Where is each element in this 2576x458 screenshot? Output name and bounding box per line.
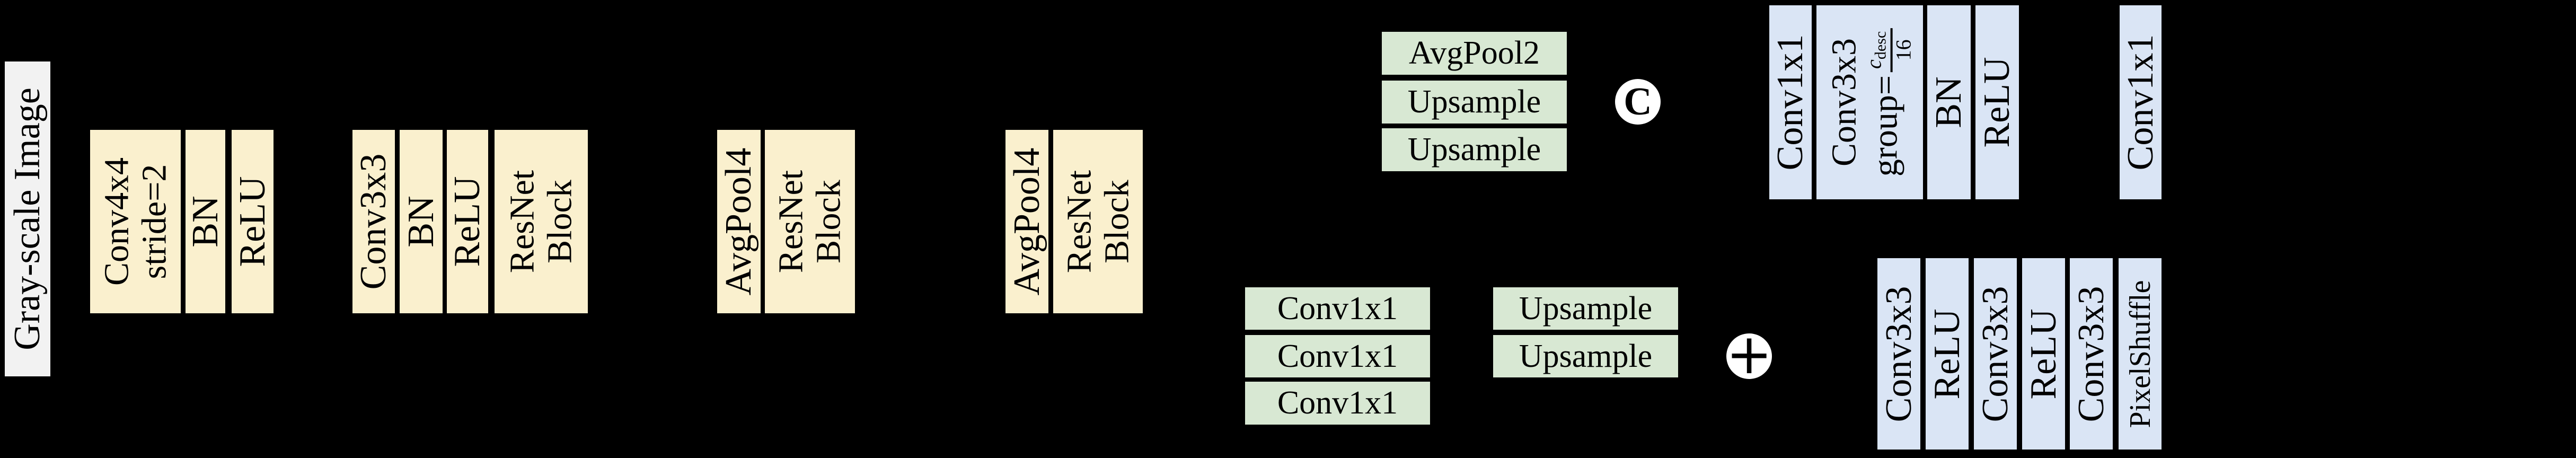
relu-block: ReLU xyxy=(446,129,489,314)
relu-block: ReLU xyxy=(2021,257,2066,451)
conv1x1-block: Conv1x1 xyxy=(1768,4,1813,200)
bn-block: BN xyxy=(1926,4,1972,200)
input-image-block: Gray-scale Image xyxy=(4,60,51,377)
relu-block: ReLU xyxy=(231,129,275,314)
upsample-block: Upsample xyxy=(1492,334,1679,378)
bn-block: BN xyxy=(399,129,444,314)
resnet-block: ResNet Block xyxy=(1052,129,1144,314)
bn-block: BN xyxy=(184,129,226,314)
upsample-block: Upsample xyxy=(1381,80,1568,125)
relu-block: ReLU xyxy=(1974,4,2020,200)
plus-icon: + xyxy=(1726,322,1772,386)
avgpool2-block: AvgPool2 xyxy=(1381,31,1568,76)
conv3x3-block: Conv3x3 xyxy=(1973,257,2018,451)
conv3x3-block: Conv3x3 xyxy=(2069,257,2114,451)
conv1x1-block: Conv1x1 xyxy=(1244,381,1431,426)
conv4x4-stride2-label: Conv4x4 stride=2 xyxy=(97,157,174,286)
conv3x3-block: Conv3x3 xyxy=(1876,257,1921,451)
conv1x1-block: Conv1x1 xyxy=(1244,286,1431,331)
conv1x1-block: Conv1x1 xyxy=(2119,4,2163,200)
avgpool4-block: AvgPool4 xyxy=(716,129,762,314)
upsample-block: Upsample xyxy=(1492,286,1679,331)
input-image-label: Gray-scale Image xyxy=(7,87,48,350)
add-node: + xyxy=(1726,327,1772,382)
concat-icon: C xyxy=(1624,80,1652,124)
resnet-block: ResNet Block xyxy=(764,129,856,314)
resnet-block: ResNet Block xyxy=(493,129,589,314)
concat-node: C xyxy=(1615,79,1661,125)
avgpool4-block: AvgPool4 xyxy=(1004,129,1049,314)
upsample-block: Upsample xyxy=(1381,127,1568,172)
conv4x4-stride2-block: Conv4x4 stride=2 xyxy=(89,129,182,314)
conv1x1-block: Conv1x1 xyxy=(1244,334,1431,378)
conv3x3-block: Conv3x3 xyxy=(351,129,396,314)
relu-block: ReLU xyxy=(1925,257,1970,451)
pixelshuffle-block: PixelShuffle xyxy=(2118,257,2163,451)
